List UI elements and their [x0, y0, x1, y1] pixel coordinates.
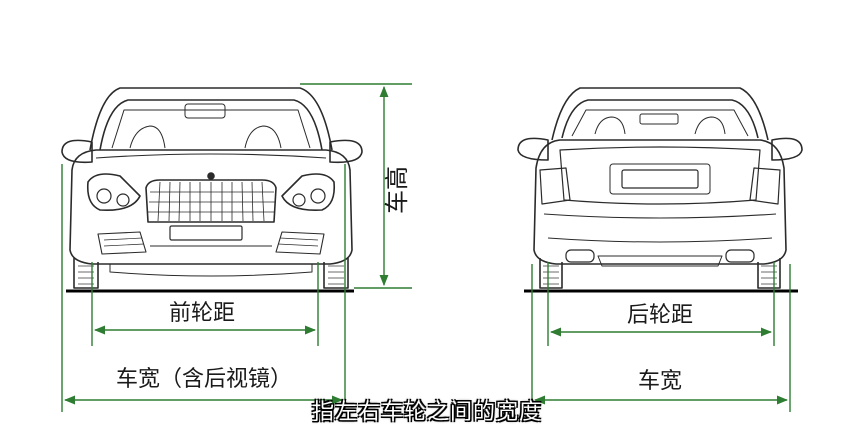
dimension-lines	[61, 83, 791, 412]
front-track-label: 前轮距	[169, 301, 235, 326]
width-label: 车宽	[638, 369, 682, 394]
front-view-car	[61, 87, 363, 289]
width-with-mirrors-label: 车宽（含后视镜）	[116, 367, 292, 392]
rear-view-car	[517, 87, 803, 289]
car-height-label: 车高	[383, 166, 411, 214]
subtitle-caption: 指左右车轮之间的宽度	[311, 400, 542, 425]
rear-track-label: 后轮距	[627, 303, 693, 328]
